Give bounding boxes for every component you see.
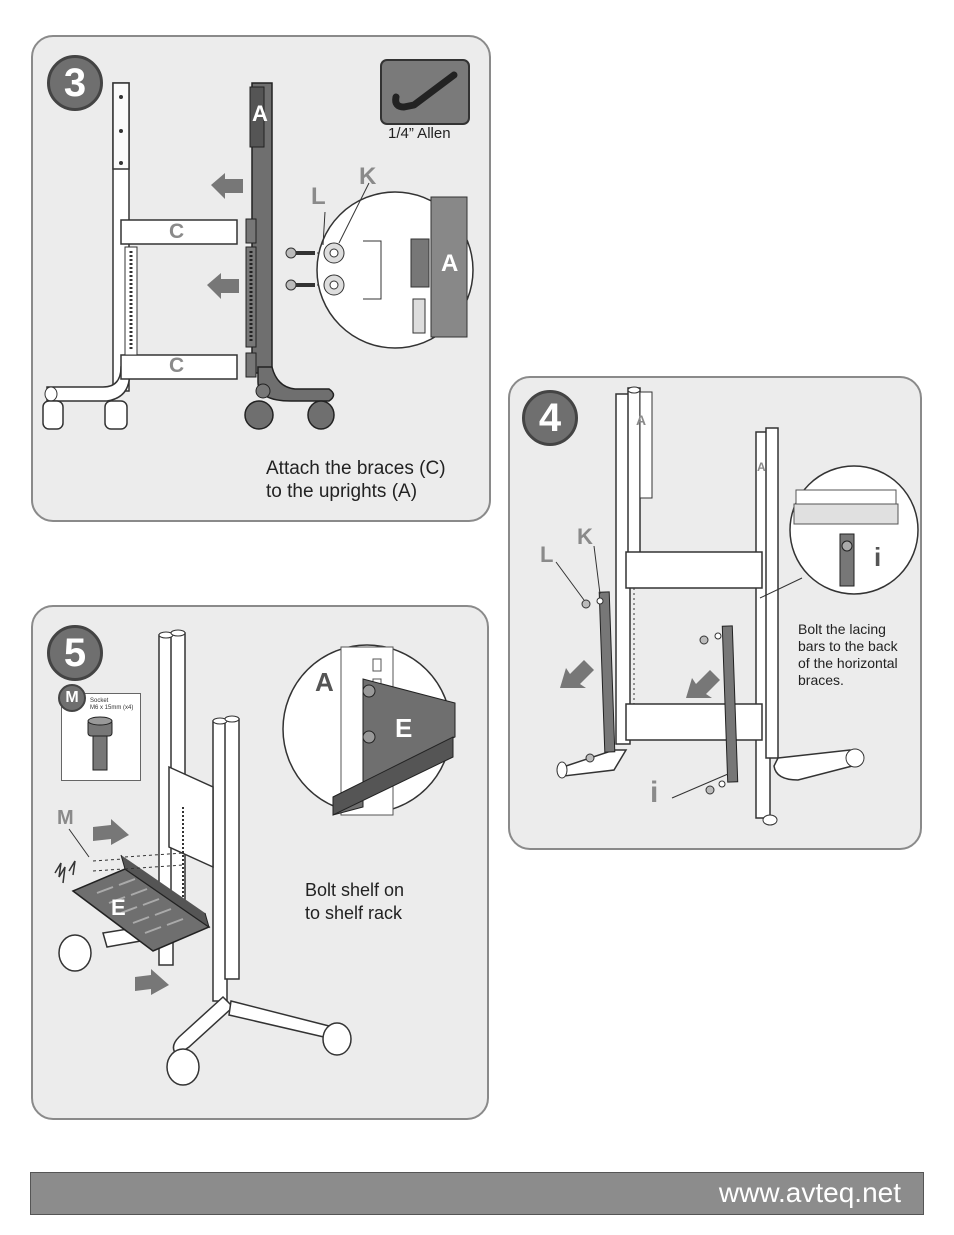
step-5-drawing	[54, 629, 456, 1086]
tool-box	[380, 59, 470, 125]
part-label-brace-top: C	[169, 220, 185, 243]
part-label-washer: K	[577, 524, 593, 549]
step-3-panel: 3 1/4” Allen	[31, 35, 491, 522]
hardware-letter-badge: M	[58, 684, 86, 712]
hardware-name: Socket	[90, 698, 109, 704]
detail-label-upright: A	[315, 667, 334, 697]
detail-label-lacing-bar: i	[874, 542, 882, 572]
part-label-screw: M	[57, 807, 74, 829]
detail-label-upright: A	[441, 250, 459, 277]
footer-url-link[interactable]: www.avteq.net	[718, 1177, 901, 1208]
step-3-caption-line-1: Attach the braces (C)	[266, 458, 446, 479]
part-label-upright: A	[252, 101, 268, 126]
footer-bar: www.avteq.net	[30, 1172, 924, 1215]
step-4-caption-line-3: of the horizontal	[798, 655, 898, 671]
step-3-badge: 3	[47, 55, 103, 111]
tool-label: 1/4” Allen	[388, 125, 451, 142]
step-3-caption: Attach the braces (C) to the uprights (A…	[266, 457, 446, 503]
step-4-caption-line-4: braces.	[798, 672, 844, 688]
hardware-box: M Socket M6 x 15mm (x4)	[58, 684, 141, 781]
step-3-drawing	[42, 82, 474, 430]
part-label-washer: K	[359, 163, 377, 190]
hardware-spec: M6 x 15mm (x4)	[90, 705, 134, 711]
step-5-badge: 5	[47, 625, 103, 681]
step-4-drawing	[555, 386, 919, 826]
step-4-badge: 4	[522, 390, 578, 446]
step-4-panel: 4	[508, 376, 922, 850]
part-label-lacing-bar: i	[650, 776, 659, 809]
step-5-panel: 5 M Socket M6 x 15mm (x4)	[31, 605, 489, 1120]
part-label-bolt: L	[540, 542, 554, 567]
step-4-caption-line-1: Bolt the lacing	[798, 621, 886, 637]
step-4-caption-line-2: bars to the back	[798, 638, 898, 654]
step-5-caption-line-2: to shelf rack	[305, 903, 403, 923]
detail-label-shelf: E	[395, 713, 413, 743]
part-label-brace-bottom: C	[169, 354, 185, 377]
part-label-upright-left: A	[636, 412, 647, 428]
step-5-caption: Bolt shelf on to shelf rack	[305, 879, 404, 925]
part-label-bolt: L	[311, 183, 326, 210]
step-3-caption-line-2: to the uprights (A)	[266, 481, 418, 502]
socket-screw-icon	[87, 716, 113, 771]
part-label-shelf: E	[111, 895, 126, 920]
allen-key-icon	[392, 71, 458, 111]
step-5-caption-line-1: Bolt shelf on	[305, 880, 405, 900]
part-label-upright-right: A	[757, 460, 766, 474]
step-4-caption: Bolt the lacing bars to the back of the …	[798, 621, 898, 689]
